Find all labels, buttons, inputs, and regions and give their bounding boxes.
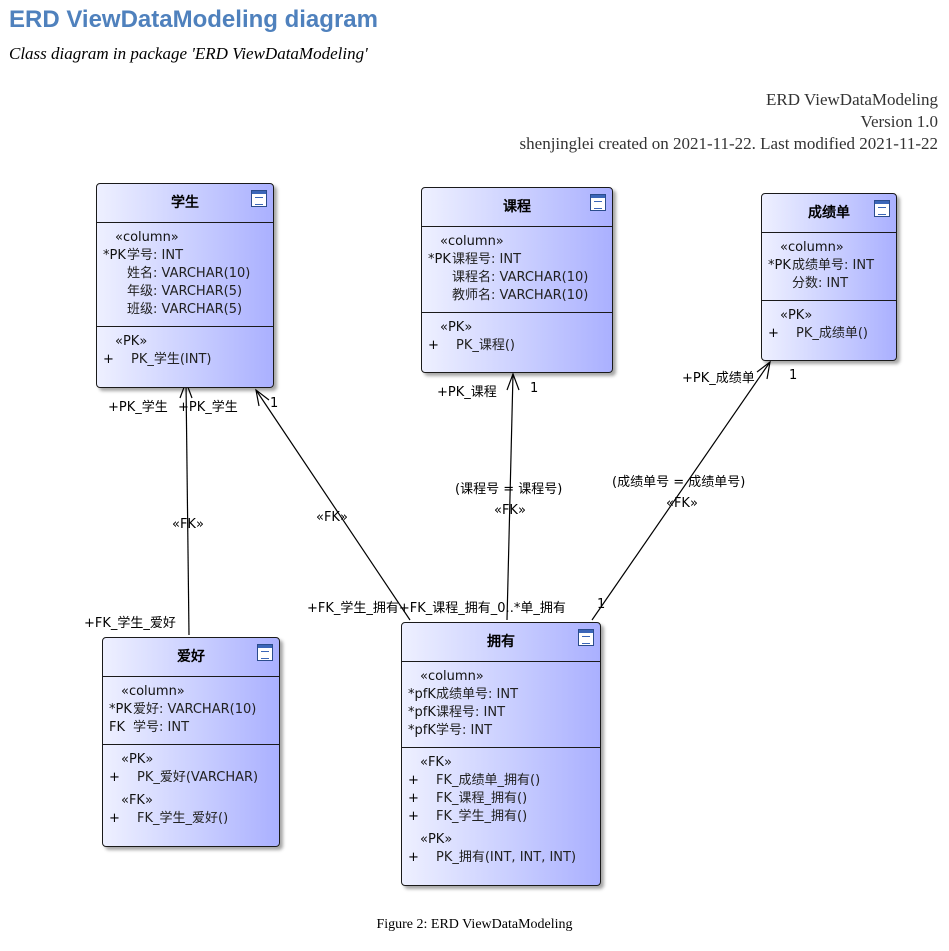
role-pk-kecheng: +PK_课程 xyxy=(437,385,497,400)
class-header: 爱好 xyxy=(103,638,279,677)
class-icon xyxy=(257,644,273,661)
meta-created: shenjinglei created on 2021-11-22. Last … xyxy=(519,134,938,153)
operation-stereotype: «PK» xyxy=(420,832,453,847)
column-stereotype: «column» xyxy=(420,669,484,684)
operation-stereotype: «PK» xyxy=(440,320,473,335)
class-name: 成绩单 xyxy=(808,205,850,221)
operation-row: +PK_课程() xyxy=(428,338,516,353)
operation-row: +PK_成绩单() xyxy=(768,326,869,341)
column-row: 分数: INT xyxy=(792,276,849,291)
operations-section: «PK» +PK_成绩单() xyxy=(762,300,896,350)
operation-row: +FK_课程_拥有() xyxy=(408,791,528,806)
meta-version: Version 1.0 xyxy=(860,112,938,131)
role-pk-xuesheng-b: +PK_学生 xyxy=(178,400,238,415)
column-row: 教师名: VARCHAR(10) xyxy=(452,288,589,303)
class-name: 爱好 xyxy=(177,649,205,665)
figure-caption: Figure 2: ERD ViewDataModeling xyxy=(376,917,573,932)
arrowhead-yongyou-kecheng xyxy=(506,372,520,391)
meta-name: ERD ViewDataModeling xyxy=(766,90,938,109)
arrowhead-yongyou-chengjidan xyxy=(756,360,771,380)
operation-stereotype: «PK» xyxy=(115,334,148,349)
column-row: 课程名: VARCHAR(10) xyxy=(452,270,589,285)
operation-stereotype: «PK» xyxy=(121,752,154,767)
diagram-title: ERD ViewDataModeling diagram xyxy=(9,6,378,33)
class-header: 课程 xyxy=(422,188,612,227)
class-icon xyxy=(251,190,267,207)
join-condition-chengjidan: (成绩单号 = 成绩单号) xyxy=(612,475,746,490)
class-header: 拥有 xyxy=(402,623,600,662)
class-name: 拥有 xyxy=(487,634,515,650)
class-name: 课程 xyxy=(503,199,531,215)
operation-row: +FK_学生_爱好() xyxy=(109,811,229,826)
column-stereotype: «column» xyxy=(780,240,844,255)
column-stereotype: «column» xyxy=(115,230,179,245)
multiplicity-one: 1 xyxy=(597,597,606,612)
operation-stereotype: «FK» xyxy=(121,793,153,808)
operation-row: +PK_拥有(INT, INT, INT) xyxy=(408,850,577,865)
connector-aihao-xuesheng[interactable] xyxy=(185,381,190,636)
operation-stereotype: «FK» xyxy=(420,755,452,770)
operations-section: «FK» +FK_成绩单_拥有() +FK_课程_拥有() +FK_学生_拥有(… xyxy=(402,747,600,874)
fk-stereotype-label: «FK» xyxy=(316,510,348,525)
class-icon xyxy=(874,200,890,217)
operation-row: +PK_学生(INT) xyxy=(103,352,212,367)
connector-yongyou-chengjidan[interactable] xyxy=(591,361,771,621)
connector-yongyou-kecheng[interactable] xyxy=(506,373,514,621)
role-pk-xuesheng-a: +PK_学生 xyxy=(108,400,168,415)
class-header: 成绩单 xyxy=(762,194,896,233)
class-icon xyxy=(590,194,606,211)
fk-stereotype-label: «FK» xyxy=(494,503,526,518)
role-fk-xuesheng-aihao: +FK_学生_爱好 xyxy=(84,616,176,631)
column-row: 年级: VARCHAR(5) xyxy=(127,284,243,299)
operations-section: «PK» +PK_学生(INT) xyxy=(97,326,273,376)
column-stereotype: «column» xyxy=(440,234,504,249)
operations-section: «PK» +PK_课程() xyxy=(422,312,612,362)
join-condition-kecheng: (课程号 = 课程号) xyxy=(455,482,563,497)
multiplicity-one: 1 xyxy=(530,381,539,396)
diagram-subtitle: Class diagram in package 'ERD ViewDataMo… xyxy=(9,44,368,63)
operation-row: +FK_成绩单_拥有() xyxy=(408,773,541,788)
fk-stereotype-label: «FK» xyxy=(172,517,204,532)
multiplicity-one: 1 xyxy=(789,368,798,383)
class-icon xyxy=(578,629,594,646)
fk-stereotype-label: «FK» xyxy=(666,496,698,511)
operation-row: +FK_学生_拥有() xyxy=(408,809,528,824)
operation-row: +PK_爱好(VARCHAR) xyxy=(109,770,259,785)
operations-section: «PK» +PK_爱好(VARCHAR) «FK» +FK_学生_爱好() xyxy=(103,744,279,835)
arrowhead-yongyou-xuesheng xyxy=(255,388,270,407)
role-pk-chengjidan: +PK_成绩单 xyxy=(682,371,755,386)
role-bottom-ends: +FK_学生_拥有+FK_课程_拥有_0..*单_拥有 xyxy=(307,601,566,616)
column-row: 姓名: VARCHAR(10) xyxy=(127,266,251,281)
diagram-meta: ERD ViewDataModeling Version 1.0 shenjin… xyxy=(520,89,938,155)
column-row: 班级: VARCHAR(5) xyxy=(127,302,243,317)
multiplicity-one: 1 xyxy=(270,396,279,411)
operation-stereotype: «PK» xyxy=(780,308,813,323)
column-stereotype: «column» xyxy=(121,684,185,699)
class-name: 学生 xyxy=(171,195,199,211)
class-header: 学生 xyxy=(97,184,273,223)
connector-yongyou-xuesheng[interactable] xyxy=(255,389,411,621)
